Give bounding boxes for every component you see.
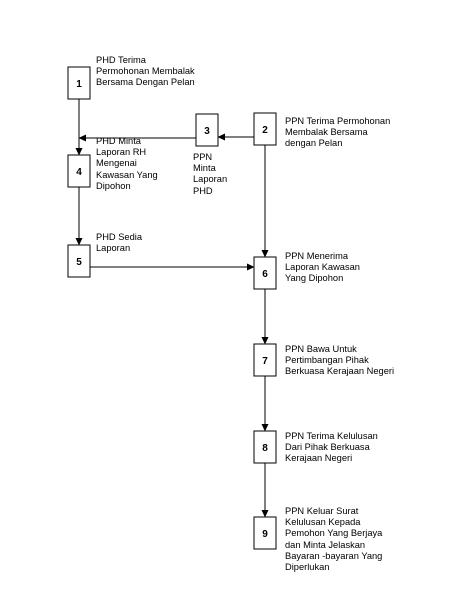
node-number: 3 — [204, 126, 210, 137]
node-box — [253, 516, 277, 550]
label-line: PPN Bawa Untuk — [285, 344, 357, 354]
label-line: Pemohon Yang Berjaya — [285, 528, 383, 539]
node-1: 1 — [67, 66, 91, 100]
label-line: Membalak Bersama — [285, 127, 368, 138]
node-4: 4 — [67, 154, 91, 188]
label-line: Laporan RH — [96, 147, 147, 158]
node-box — [67, 154, 91, 188]
node-box — [195, 113, 219, 147]
node-number: 4 — [76, 167, 82, 178]
label-line: Bersama Dengan Pelan — [96, 77, 195, 88]
boxes: 1 2 3 4 5 6 7 8 9 — [67, 66, 277, 550]
node-6: 6 — [253, 256, 277, 290]
node-9: 9 — [253, 516, 277, 550]
label-line: Bayaran -bayaran Yang — [285, 550, 383, 561]
label-line: PPN Keluar Surat — [285, 506, 359, 516]
label-line: Laporan — [193, 174, 228, 185]
label-line: Kawasan Yang — [96, 169, 158, 180]
node-box — [67, 244, 91, 278]
label-line: Dari Pihak Berkuasa — [285, 442, 370, 453]
node-number: 6 — [262, 269, 268, 280]
node-box — [67, 66, 91, 100]
node-box — [253, 430, 277, 464]
label-line: Kerajaan Negeri — [285, 453, 353, 464]
label-line: Minta — [193, 163, 216, 174]
label-line: Berkuasa Kerajaan Negeri — [285, 366, 395, 377]
node-box — [253, 112, 277, 146]
label-line: Pertimbangan Pihak — [285, 355, 369, 366]
label-line: dan Minta Jelaskan — [285, 539, 366, 550]
node-8: 8 — [253, 430, 277, 464]
node-number: 7 — [262, 356, 268, 367]
label-line: Yang Dipohon — [285, 273, 344, 284]
label-line: Kelulusan Kepada — [285, 517, 361, 528]
label-line: Mengenai — [96, 158, 137, 169]
label-line: Laporan — [96, 243, 131, 254]
node-box — [253, 343, 277, 377]
node-number: 2 — [262, 125, 268, 136]
node-number: 1 — [76, 79, 82, 90]
node-3: 3 — [195, 113, 219, 147]
node-number: 5 — [76, 257, 82, 268]
node-2: 2 — [253, 112, 277, 146]
edges — [75, 99, 269, 518]
node-5: 5 — [67, 244, 91, 278]
node-7: 7 — [253, 343, 277, 377]
label-line: PPN Terima Permohonan — [285, 116, 391, 126]
label-line: PHD Terima — [96, 55, 146, 65]
label-line: dengan Pelan — [285, 138, 343, 149]
label-line: Diperlukan — [285, 562, 330, 573]
node-number: 9 — [262, 529, 268, 540]
label-line: PPN — [193, 152, 213, 162]
label-line: PPN Terima Kelulusan — [285, 431, 378, 441]
label-line: PHD — [193, 185, 213, 196]
label-line: Laporan Kawasan — [285, 262, 360, 273]
node-number: 8 — [262, 443, 268, 454]
label-line: PHD Sedia — [96, 232, 142, 242]
node-box — [253, 256, 277, 290]
label-line: Permohonan Membalak — [96, 66, 195, 77]
label-line: Dipohon — [96, 180, 131, 191]
label-line: PHD Minta — [96, 136, 141, 146]
label-line: PPN Menerima — [285, 251, 349, 261]
